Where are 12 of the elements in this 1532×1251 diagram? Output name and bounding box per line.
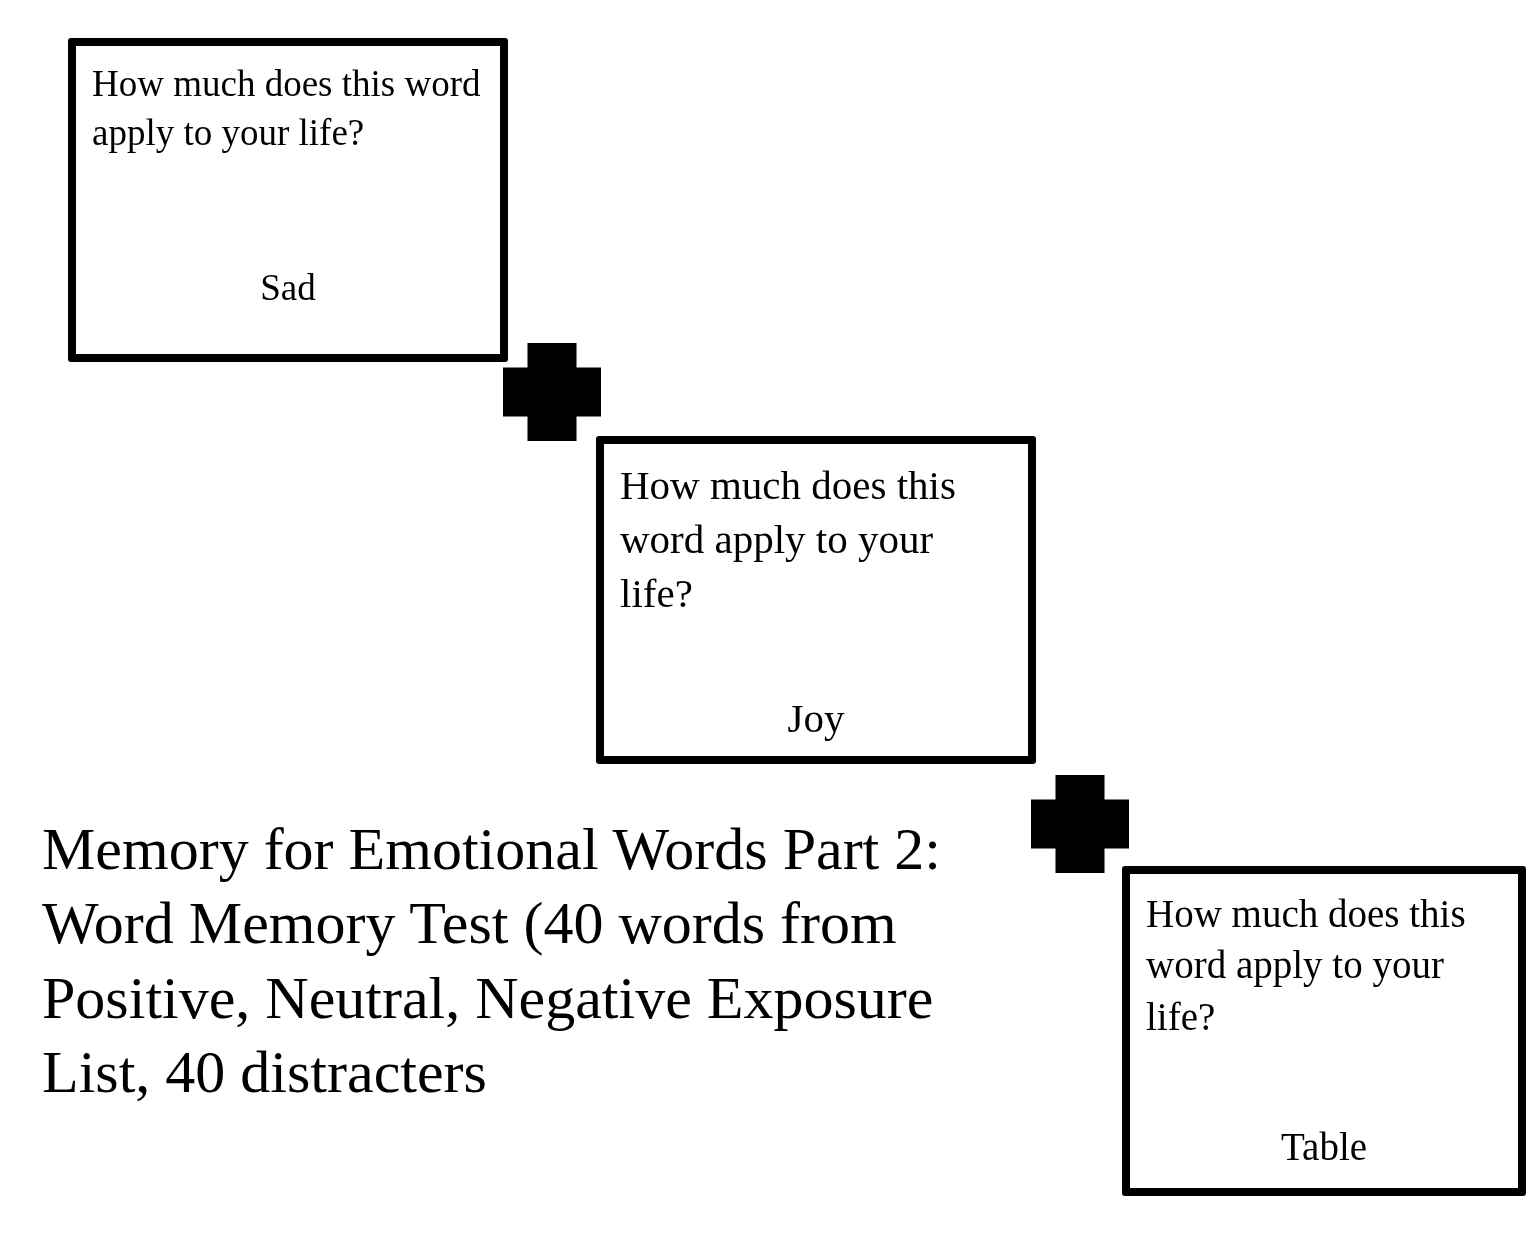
stimulus-word: Joy — [786, 694, 846, 742]
question-text: How much does this word apply to your life? — [620, 461, 957, 619]
stimulus-word: Sad — [259, 266, 317, 309]
fixation-cross — [503, 343, 601, 441]
rating-card — [68, 38, 508, 362]
question-text: How much does this word apply to your life? — [1146, 891, 1467, 1040]
rating-card — [596, 436, 1036, 764]
rating-card — [1122, 866, 1526, 1196]
fixation-cross — [1031, 775, 1129, 873]
title-text: Memory for Emotional Words Part 2: Word Memory Test (40 words from Positive, Neutral, Negative Exposure List, 40 distracters — [42, 815, 942, 1108]
question-text: How much does this word apply to your life? — [92, 62, 482, 155]
stimulus-word: Table — [1279, 1124, 1369, 1169]
